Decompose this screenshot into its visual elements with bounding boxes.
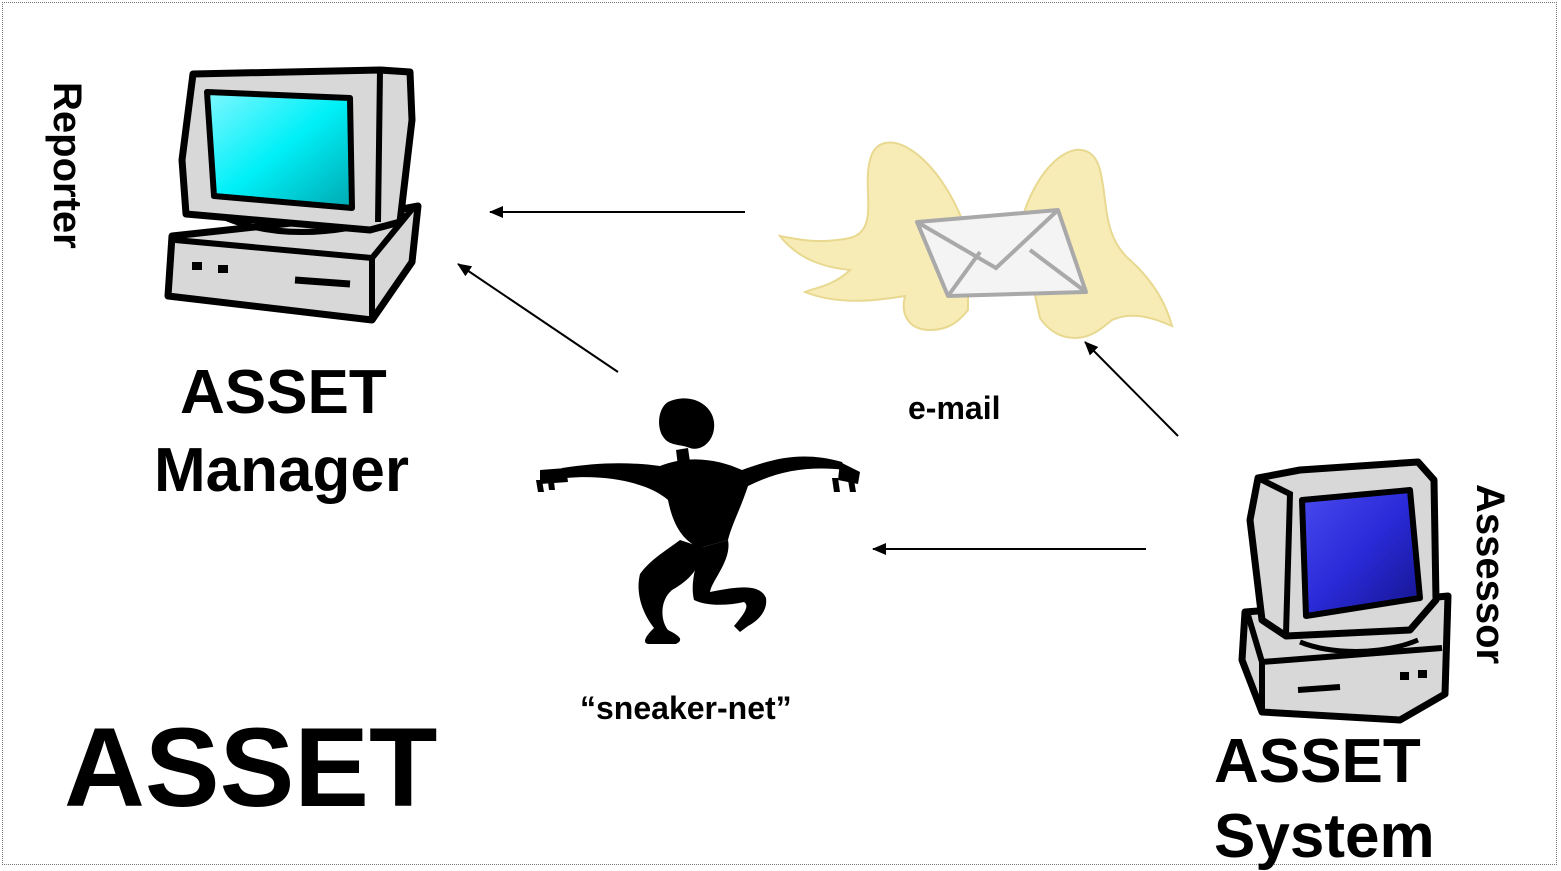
- asset-manager-label-line2: Manager: [154, 436, 409, 505]
- sneaker-net-label: “sneaker-net”: [580, 690, 792, 726]
- arrow-sneaker-to-manager: [457, 263, 619, 373]
- asset-system-label-line1: ASSET: [1214, 727, 1421, 796]
- assessor-label: Assessor: [1468, 484, 1512, 665]
- asset-system-label-line2: System: [1214, 802, 1435, 871]
- reporter-label: Reporter: [45, 82, 89, 249]
- asset-manager-label-line1: ASSET: [180, 358, 387, 427]
- asset-big-title: ASSET: [64, 705, 438, 830]
- email-label: e-mail: [908, 390, 1001, 426]
- winged-envelope-icon: [777, 141, 1174, 340]
- running-figure-icon: [536, 398, 860, 644]
- manager-computer-icon: [164, 66, 422, 324]
- arrow-system-to-email: [1084, 341, 1179, 437]
- system-computer-icon: [1238, 458, 1452, 724]
